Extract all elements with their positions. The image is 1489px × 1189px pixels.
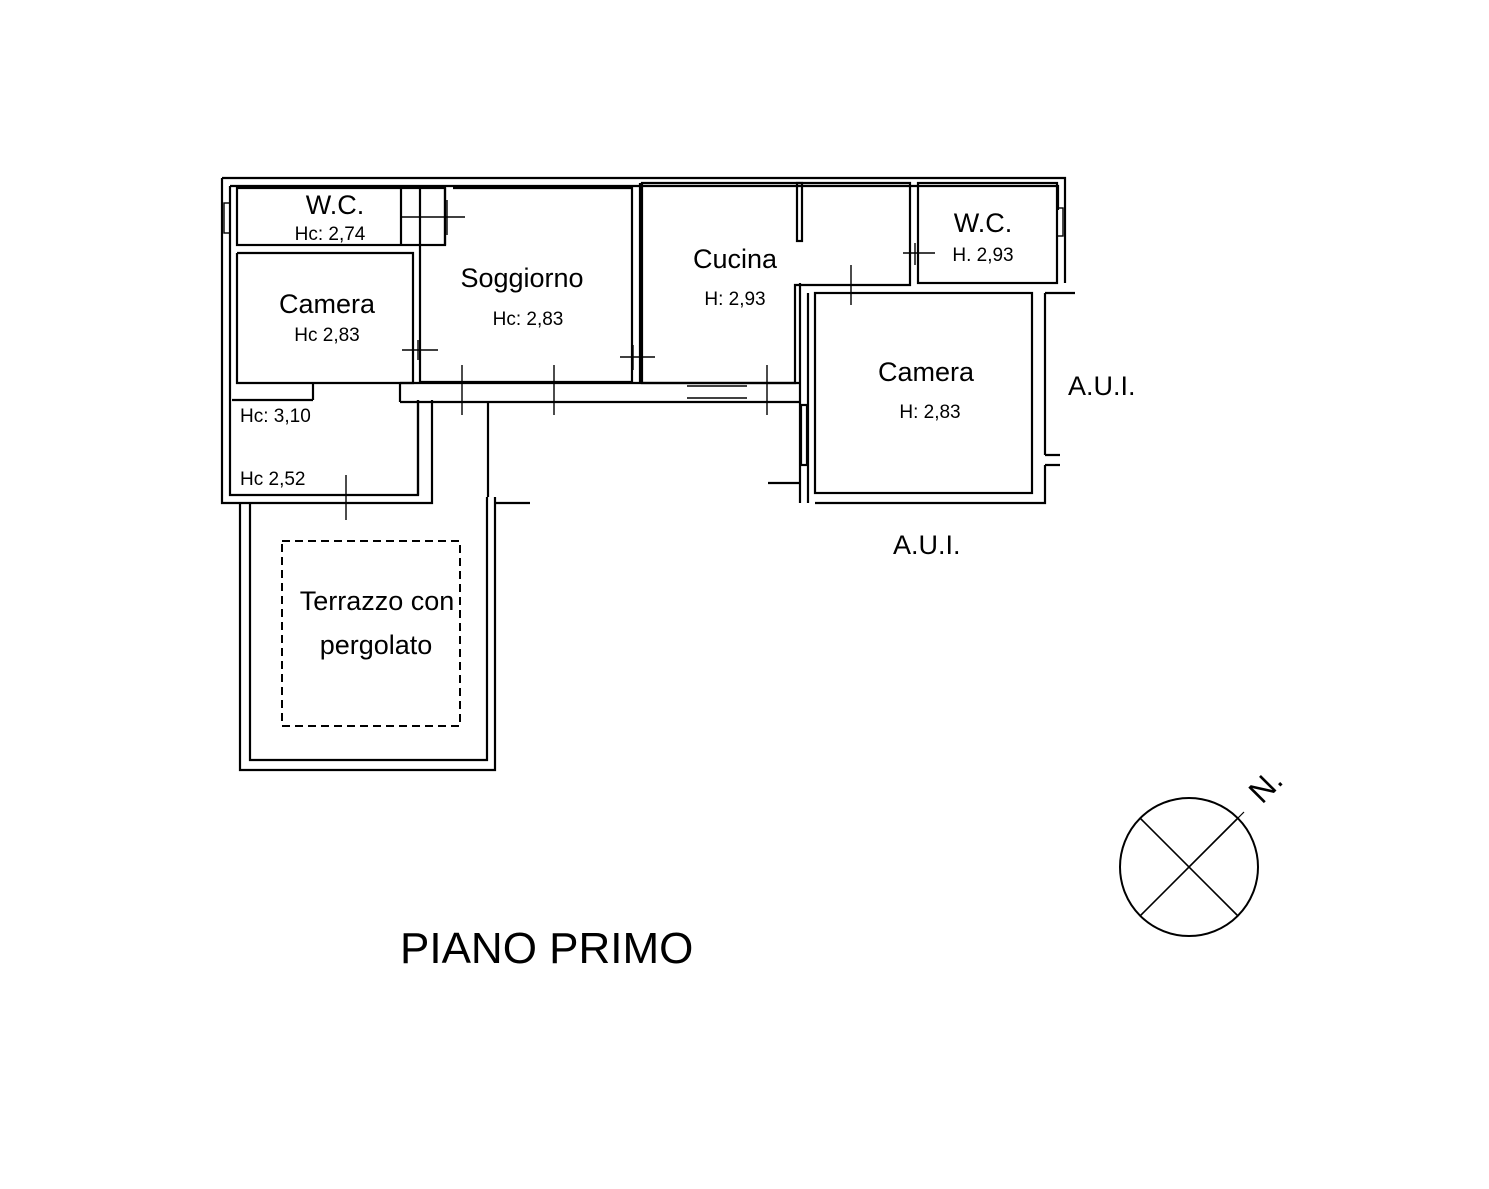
terrazzo-label-1: Terrazzo con <box>300 586 455 616</box>
north-compass-icon: N. <box>1119 762 1290 937</box>
camera-left-label: Camera <box>279 289 376 319</box>
camera-right-label: Camera <box>878 357 975 387</box>
terrace-walls <box>238 497 530 772</box>
wc-right-label: W.C. <box>954 208 1013 238</box>
wc-left-height: Hc: 2,74 <box>295 224 366 245</box>
soggiorno-height: Hc: 2,83 <box>493 309 564 330</box>
cucina-walls <box>638 181 912 385</box>
walls <box>220 176 1075 772</box>
corridor-wall <box>398 283 802 503</box>
wc-left-label: W.C. <box>306 190 365 220</box>
aui-right-label: A.U.I. <box>1068 371 1136 401</box>
soggiorno-label: Soggiorno <box>460 263 583 293</box>
cucina-height: H: 2,93 <box>704 289 765 310</box>
camera-right-height: H: 2,83 <box>899 402 960 423</box>
aui-bottom-label: A.U.I. <box>893 530 961 560</box>
terrazzo-label-2: pergolato <box>320 630 433 660</box>
north-label: N. <box>1241 762 1289 810</box>
floor-title: PIANO PRIMO <box>400 924 693 973</box>
camera-right-walls <box>813 291 1034 495</box>
camera-left-height-3: Hc 2,52 <box>240 469 305 490</box>
wc-right-height: H. 2,93 <box>952 245 1013 266</box>
cucina-label: Cucina <box>693 244 778 274</box>
camera-left-height-2: Hc: 3,10 <box>240 406 311 427</box>
camera-left-height: Hc 2,83 <box>294 325 359 346</box>
